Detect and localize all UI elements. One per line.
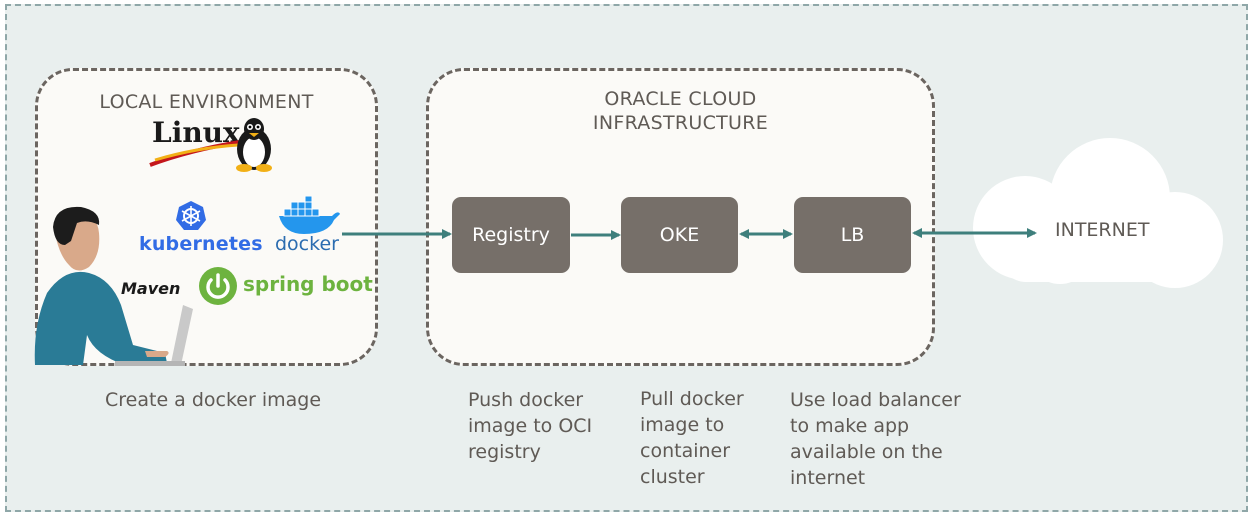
kubernetes-wheel-icon xyxy=(176,201,206,230)
lb-caption: Use load balancer to make app available … xyxy=(790,389,961,489)
person-laptop-icon xyxy=(34,206,193,366)
registry-caption: Push docker image to OCI registry xyxy=(468,389,593,463)
docker-logo-text: docker xyxy=(275,233,339,255)
tux-penguin-icon xyxy=(236,118,272,172)
oke-caption: Pull docker image to container cluster xyxy=(640,388,744,488)
oke-node-label: OKE xyxy=(659,224,700,246)
lb-node-label: LB xyxy=(840,224,865,246)
internet-label: INTERNET xyxy=(1055,219,1150,241)
local-environment-title: LOCAL ENVIRONMENT xyxy=(99,91,314,113)
local-environment-caption: Create a docker image xyxy=(105,389,322,411)
registry-node-label: Registry xyxy=(472,224,550,246)
oci-title-line1: ORACLE CLOUD xyxy=(604,88,757,110)
spring-power-icon xyxy=(199,267,237,305)
registry-node: Registry xyxy=(452,197,570,273)
kubernetes-logo-text: kubernetes xyxy=(139,233,263,255)
docker-whale-icon xyxy=(279,196,340,234)
oci-title-line2: INFRASTRUCTURE xyxy=(592,112,769,134)
oke-node: OKE xyxy=(621,197,738,273)
lb-node: LB xyxy=(794,197,911,273)
maven-logo-text: Maven xyxy=(121,279,181,298)
spring-boot-logo-text: spring boot xyxy=(243,272,373,296)
